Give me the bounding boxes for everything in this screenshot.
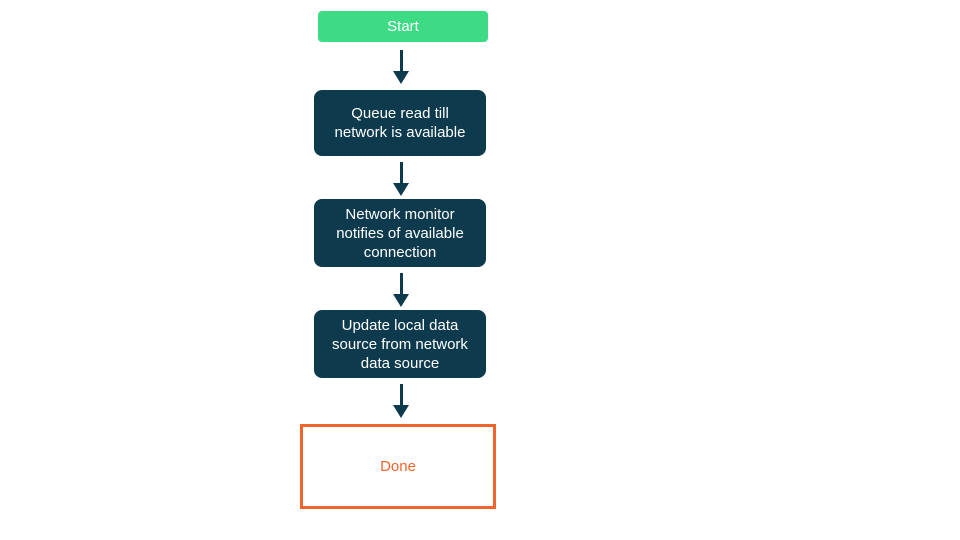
arrow-down-icon <box>393 273 409 307</box>
arrow-head <box>393 294 409 307</box>
arrow-shaft <box>399 162 403 183</box>
arrow-shaft <box>399 384 403 405</box>
flow-node-done: Done <box>300 424 496 509</box>
arrow-shaft <box>399 273 403 294</box>
arrow-head <box>393 405 409 418</box>
flow-node-queue-read: Queue read till network is available <box>314 90 486 156</box>
flow-node-start: Start <box>318 11 488 42</box>
arrow-down-icon <box>393 50 409 84</box>
flow-node-network-monitor: Network monitor notifies of available co… <box>314 199 486 267</box>
arrow-head <box>393 183 409 196</box>
arrow-down-icon <box>393 162 409 196</box>
arrow-shaft <box>399 50 403 71</box>
arrow-down-icon <box>393 384 409 418</box>
arrow-head <box>393 71 409 84</box>
flow-node-update-local-data: Update local data source from network da… <box>314 310 486 378</box>
